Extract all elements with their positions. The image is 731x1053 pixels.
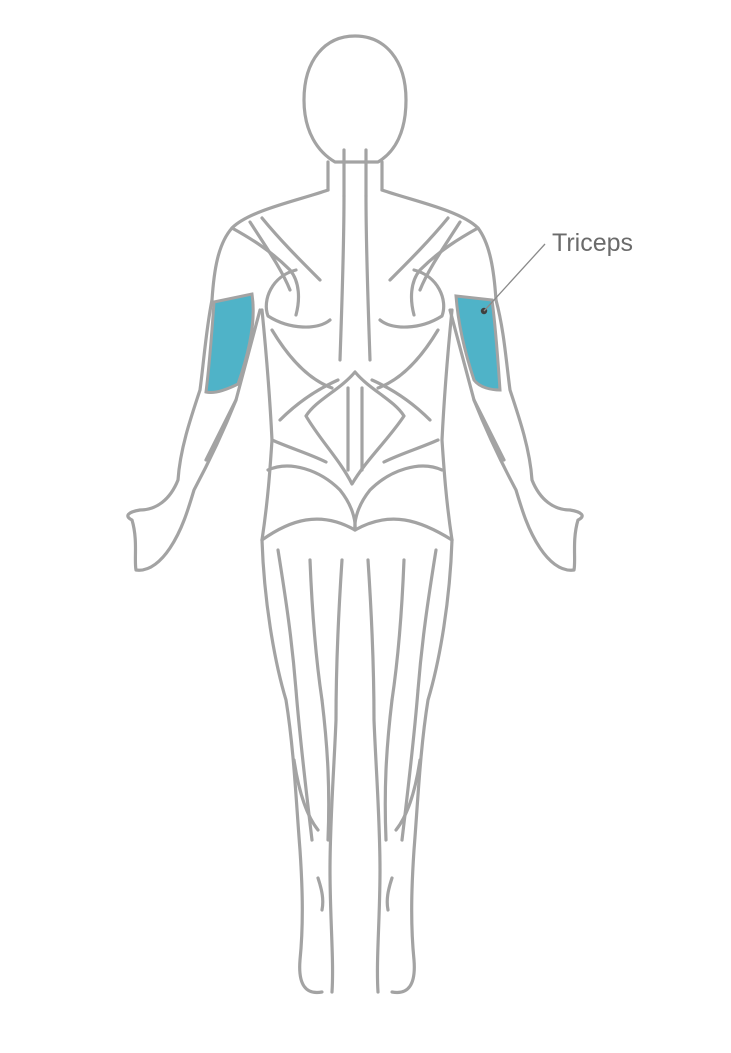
neck [326, 148, 384, 198]
back-muscles [230, 194, 480, 486]
triceps-right-highlight [454, 294, 502, 392]
triceps-left-highlight [204, 292, 255, 394]
leader-line [483, 243, 546, 312]
right-arm [448, 298, 584, 572]
legs [260, 538, 454, 995]
left-arm [126, 298, 262, 572]
head [302, 34, 408, 164]
triceps-label: Triceps [552, 229, 633, 257]
triceps-annotation: Triceps [483, 229, 633, 312]
triceps-muscles [204, 292, 502, 394]
glutes [260, 464, 454, 542]
